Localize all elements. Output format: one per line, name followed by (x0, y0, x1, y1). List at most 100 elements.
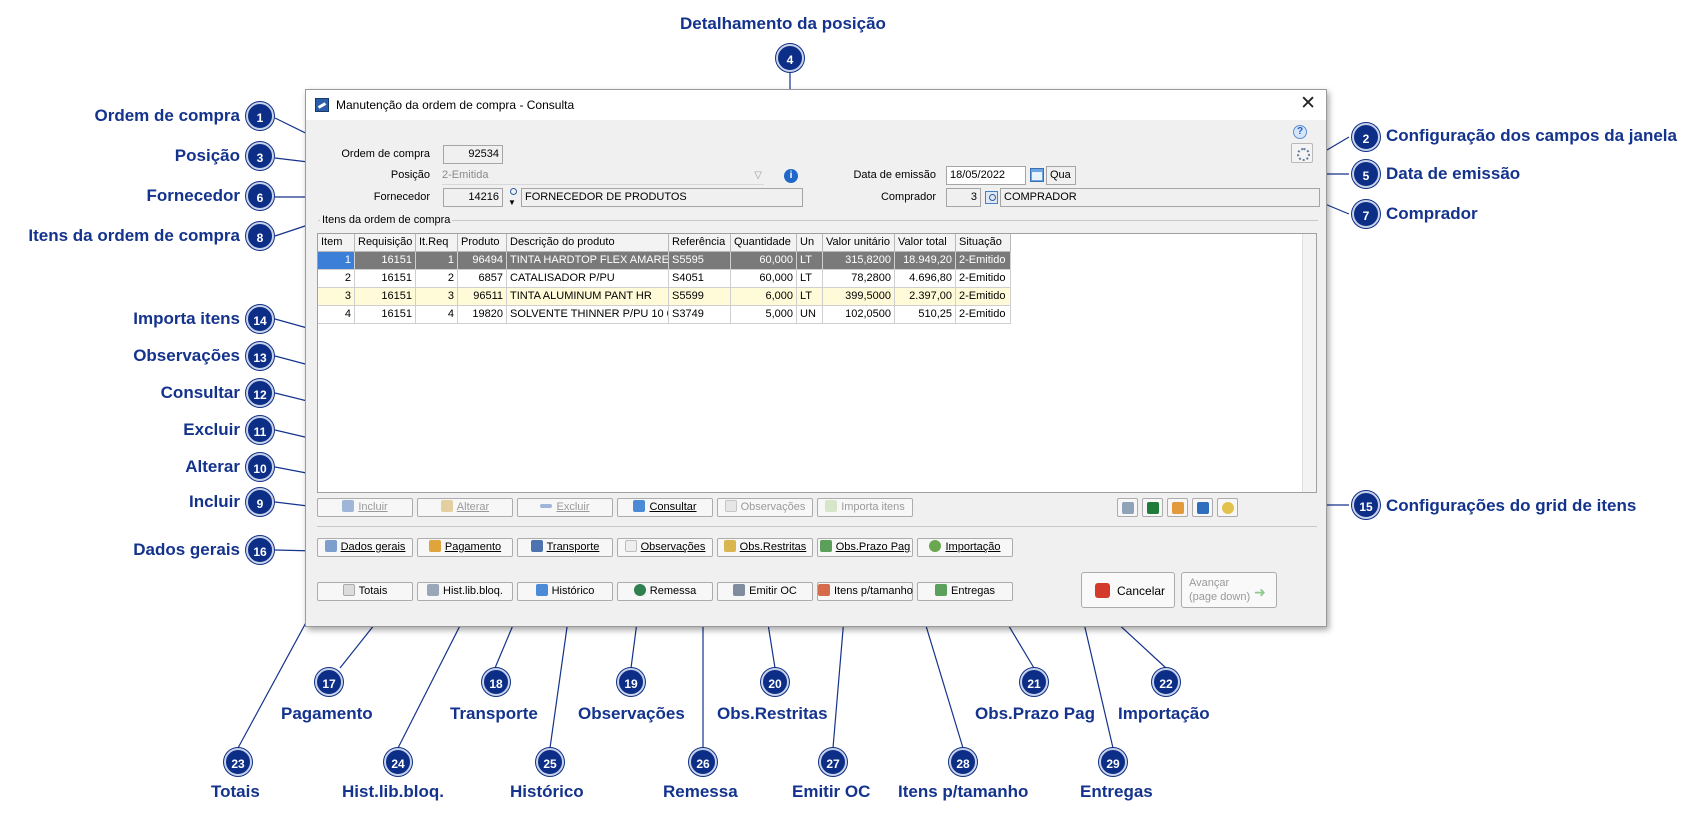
historico-button[interactable]: Histórico (517, 582, 613, 601)
table-row-cell[interactable]: 60,000 (731, 252, 797, 270)
table-row-cell[interactable]: 2-Emitido (956, 306, 1011, 324)
table-row-cell[interactable]: 1 (318, 252, 355, 270)
avancar-button[interactable]: Avançar (page down) ➜ (1181, 572, 1277, 608)
table-row-cell[interactable]: LT (797, 252, 823, 270)
entregas-button[interactable]: Entregas (917, 582, 1013, 601)
table-row-cell[interactable]: 16151 (355, 306, 416, 324)
grid-header-cell[interactable]: Item (318, 234, 355, 252)
excluir-button[interactable]: Excluir (517, 498, 613, 517)
fornecedor-search-icon[interactable] (507, 186, 518, 197)
table-row-cell[interactable]: 510,25 (895, 306, 956, 324)
consultar-button[interactable]: Consultar (617, 498, 713, 517)
table-row-cell[interactable]: S5599 (669, 288, 731, 306)
table-row-cell[interactable]: LT (797, 270, 823, 288)
alterar-button[interactable]: Alterar (417, 498, 513, 517)
table-row-cell[interactable]: 4.696,80 (895, 270, 956, 288)
table-row-cell[interactable]: 2 (416, 270, 458, 288)
table-row-cell[interactable]: S5595 (669, 252, 731, 270)
grid-header-cell[interactable]: Valor total (895, 234, 956, 252)
table-row-cell[interactable]: 315,8200 (823, 252, 895, 270)
table-row-cell[interactable]: SOLVENTE THINNER P/PU 10 0922 (507, 306, 669, 324)
grid-header-cell[interactable]: It.Req (416, 234, 458, 252)
table-row-cell[interactable]: 2-Emitido (956, 288, 1011, 306)
table-row-cell[interactable]: 6,000 (731, 288, 797, 306)
grid-color-button[interactable] (1217, 498, 1238, 517)
hist-lib-bloq-button[interactable]: Hist.lib.bloq. (417, 582, 513, 601)
help-icon[interactable]: ? (1293, 125, 1307, 139)
table-row-cell[interactable]: 1 (416, 252, 458, 270)
comprador-search-icon[interactable] (985, 191, 998, 204)
calendar-icon[interactable] (1030, 168, 1044, 182)
table-row-cell[interactable]: 399,5000 (823, 288, 895, 306)
observacoes-item-button[interactable]: Observações (717, 498, 813, 517)
comprador-code-field[interactable]: 3 (946, 188, 981, 207)
importa-itens-button[interactable]: Importa itens (817, 498, 913, 517)
table-row-cell[interactable]: 3 (318, 288, 355, 306)
grid-header-cell[interactable]: Referência (669, 234, 731, 252)
grid-vertical-scrollbar[interactable] (1302, 234, 1316, 492)
cancelar-button[interactable]: Cancelar (1081, 572, 1175, 608)
table-row-cell[interactable]: 19820 (458, 306, 507, 324)
importacao-button[interactable]: Importação (917, 538, 1013, 557)
table-row-cell[interactable]: TINTA HARDTOP FLEX AMARELO (507, 252, 669, 270)
table-row-cell[interactable]: CATALISADOR P/PU (507, 270, 669, 288)
grid-excel-button[interactable] (1142, 498, 1163, 517)
grid-layout-button[interactable] (1167, 498, 1188, 517)
dados-gerais-button[interactable]: Dados gerais (317, 538, 413, 557)
grid-columns-button[interactable] (1192, 498, 1213, 517)
table-row-cell[interactable]: UN (797, 306, 823, 324)
incluir-button[interactable]: Incluir (317, 498, 413, 517)
table-row-cell[interactable]: 16151 (355, 270, 416, 288)
table-row-cell[interactable]: 2 (318, 270, 355, 288)
globe-icon (929, 540, 942, 552)
table-row-cell[interactable]: 2-Emitido (956, 252, 1011, 270)
ordem-field[interactable]: 92534 (443, 145, 503, 164)
table-row-cell[interactable]: 4 (318, 306, 355, 324)
table-row-cell[interactable]: 96511 (458, 288, 507, 306)
callout-badge: 29 (1099, 748, 1127, 776)
obs-restritas-button[interactable]: Obs.Restritas (717, 538, 813, 557)
observacoes-button[interactable]: Observações (617, 538, 713, 557)
items-grid[interactable]: Item Requisição It.Req Produto Descrição… (317, 233, 1317, 493)
table-row-cell[interactable]: 2.397,00 (895, 288, 956, 306)
grid-link-button[interactable] (1117, 498, 1138, 517)
grid-header-cell[interactable]: Descrição do produto (507, 234, 669, 252)
grid-header-cell[interactable]: Situação (956, 234, 1011, 252)
table-row-cell[interactable]: LT (797, 288, 823, 306)
pagamento-button[interactable]: Pagamento (417, 538, 513, 557)
obs-prazo-pag-button[interactable]: Obs.Prazo Pag (817, 538, 913, 557)
table-row-cell[interactable]: 5,000 (731, 306, 797, 324)
totais-button[interactable]: Totais (317, 582, 413, 601)
transporte-button[interactable]: Transporte (517, 538, 613, 557)
table-row-cell[interactable]: 96494 (458, 252, 507, 270)
data-emissao-field[interactable]: 18/05/2022 (946, 166, 1026, 185)
table-row-cell[interactable]: TINTA ALUMINUM PANT HR (507, 288, 669, 306)
table-row-cell[interactable]: S3749 (669, 306, 731, 324)
table-row-cell[interactable]: 102,0500 (823, 306, 895, 324)
close-icon[interactable]: ✕ (1300, 93, 1316, 114)
fornecedor-dropdown-icon[interactable]: ▼ (508, 198, 516, 207)
table-row-cell[interactable]: 60,000 (731, 270, 797, 288)
grid-header-cell[interactable]: Quantidade (731, 234, 797, 252)
table-row-cell[interactable]: 3 (416, 288, 458, 306)
table-row-cell[interactable]: 16151 (355, 288, 416, 306)
table-row-cell[interactable]: 18.949,20 (895, 252, 956, 270)
table-row-cell[interactable]: 4 (416, 306, 458, 324)
grid-header-cell[interactable]: Requisição (355, 234, 416, 252)
grid-header-cell[interactable]: Produto (458, 234, 507, 252)
grid-header-cell[interactable]: Valor unitário (823, 234, 895, 252)
posicao-combo[interactable]: 2-Emitida ▽ (442, 166, 764, 185)
info-icon[interactable]: i (784, 169, 798, 183)
grid-header-cell[interactable]: Un (797, 234, 823, 252)
table-row-cell[interactable]: 6857 (458, 270, 507, 288)
remessa-button[interactable]: Remessa (617, 582, 713, 601)
table-row-cell[interactable]: 78,2800 (823, 270, 895, 288)
window-field-config-button[interactable] (1291, 143, 1313, 163)
itens-tamanho-button[interactable]: Itens p/tamanho (817, 582, 913, 601)
sum-icon (342, 584, 355, 596)
table-row-cell[interactable]: 16151 (355, 252, 416, 270)
emitir-oc-button[interactable]: Emitir OC (717, 582, 813, 601)
table-row-cell[interactable]: 2-Emitido (956, 270, 1011, 288)
fornecedor-code-field[interactable]: 14216 (443, 188, 503, 207)
table-row-cell[interactable]: S4051 (669, 270, 731, 288)
